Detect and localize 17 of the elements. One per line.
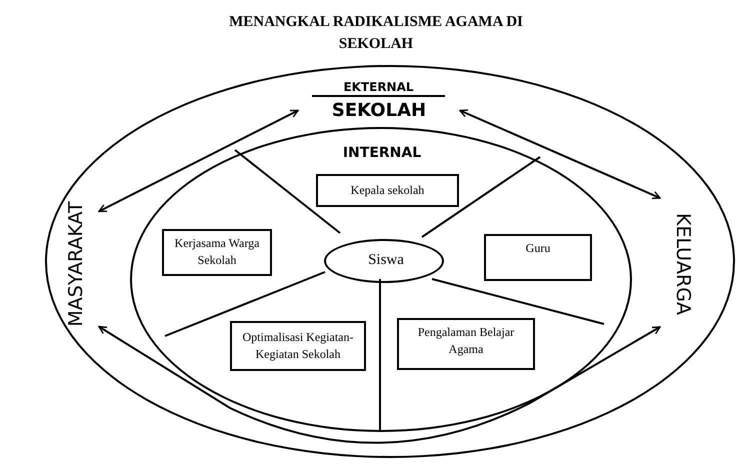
double-arrow: [98, 110, 299, 212]
heading: EKTERNAL: [312, 80, 445, 97]
heading: SEKOLAH: [330, 100, 428, 121]
heading: INTERNAL: [342, 145, 422, 161]
center-ellipse: [324, 239, 444, 283]
double-arrow: [459, 109, 661, 200]
text-box: Guru: [484, 234, 592, 281]
rotated-label: MASYARAKAT: [65, 201, 87, 327]
text-box: Optimalisasi Kegiatan-Kegiatan Sekolah: [230, 321, 366, 371]
outer-ellipse: [45, 65, 735, 458]
text-box: Kepala sekolah: [316, 174, 459, 207]
text-box: Kerjasama Warga Sekolah: [162, 229, 272, 276]
text-box: Pengalaman Belajar Agama: [397, 318, 535, 370]
center-label: Siswa: [367, 252, 405, 269]
double-arrow: [98, 326, 661, 444]
diagram-title: MENANGKAL RADIKALISME AGAMA DI SEKOLAH: [228, 13, 524, 54]
rotated-label: KELUARGA: [672, 213, 694, 315]
